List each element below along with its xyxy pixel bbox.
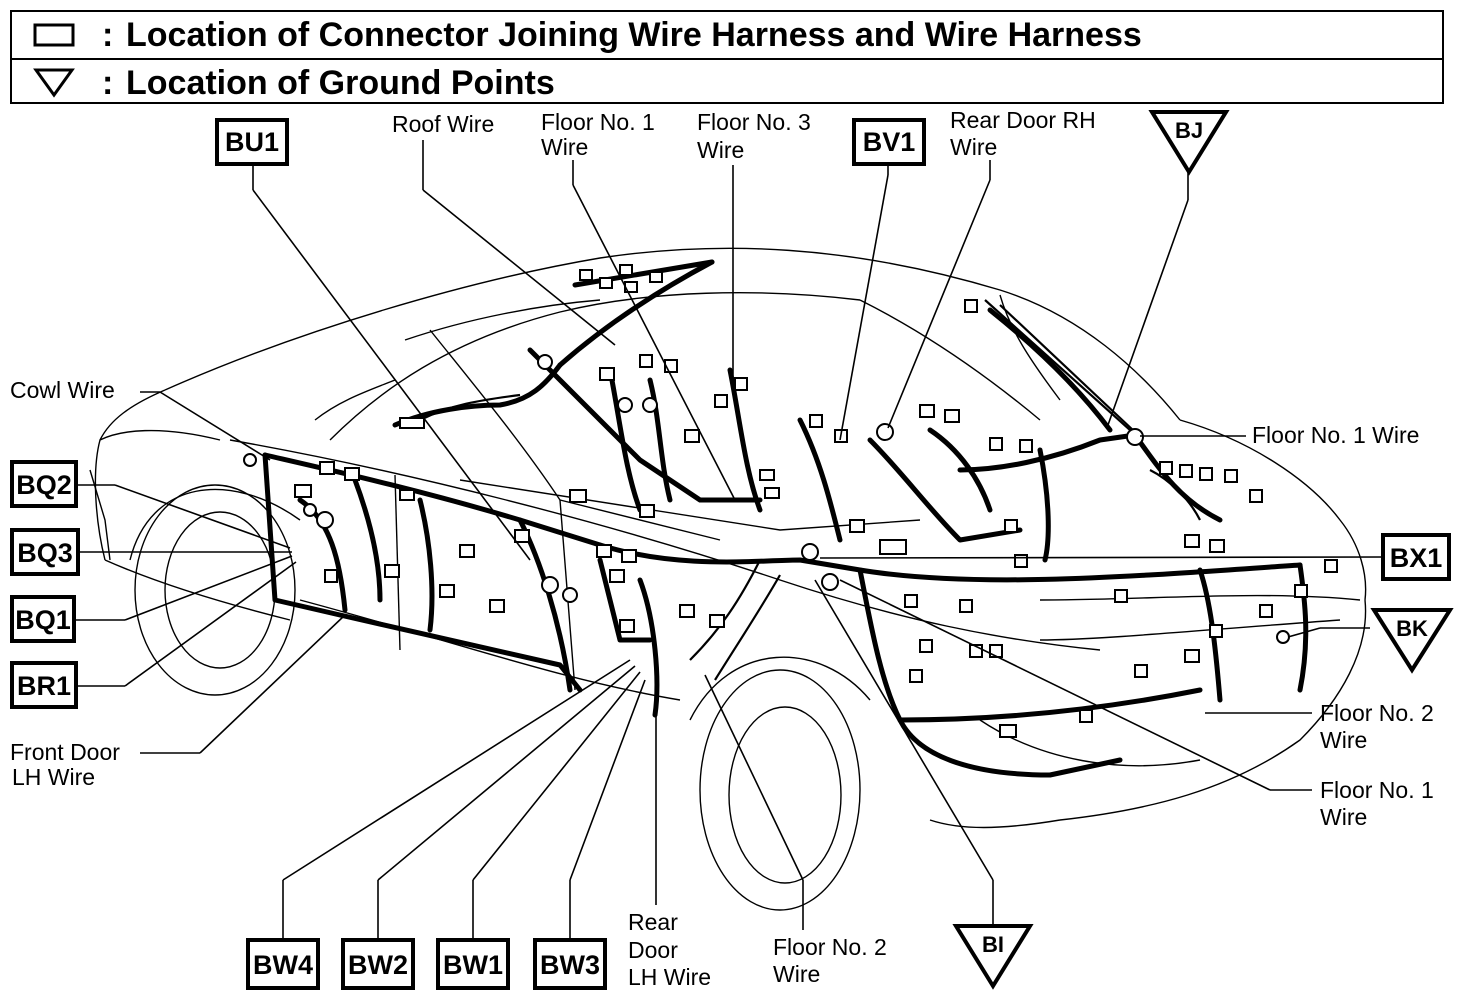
connector-bw2: BW2: [341, 938, 415, 990]
svg-text:BQ1: BQ1: [15, 605, 71, 635]
connector-bu1: BU1: [215, 118, 289, 166]
ground-bj: BJ: [1148, 110, 1230, 176]
svg-text:BU1: BU1: [225, 127, 279, 157]
label-roof-wire: Roof Wire: [392, 111, 494, 137]
wire-harness-bundles: [262, 259, 1309, 778]
label-front-door-lh-line1: Front Door: [10, 739, 120, 765]
connector-bq2: BQ2: [10, 460, 78, 508]
label-floor2-right-line2: Wire: [1320, 727, 1367, 753]
car-body-outline: [89, 247, 1367, 911]
label-rear-door-rh-line2: Wire: [950, 134, 997, 160]
connector-bv1: BV1: [852, 118, 926, 166]
label-floor2-right-line1: Floor No. 2: [1320, 700, 1434, 726]
ground-point-triangles: BJ BK BI: [952, 110, 1454, 990]
ground-triangle-icon: [33, 68, 75, 98]
label-floor3-line2: Wire: [697, 137, 744, 163]
legend-box: : Location of Connector Joining Wire Har…: [10, 10, 1444, 104]
harness-connectors: [243, 264, 1338, 738]
ground-bk: BK: [1370, 608, 1454, 674]
svg-text:BK: BK: [1396, 616, 1428, 641]
label-floor1-lower-line1: Floor No. 1: [1320, 777, 1434, 803]
legend-connector-text: Location of Connector Joining Wire Harne…: [126, 16, 1142, 54]
label-floor1-lower-line2: Wire: [1320, 804, 1367, 830]
connector-bq1: BQ1: [10, 595, 76, 643]
leader-lines: [75, 140, 1386, 938]
legend-row-ground: : Location of Ground Points: [12, 60, 1442, 106]
svg-text:BR1: BR1: [17, 671, 71, 701]
svg-text:BJ: BJ: [1175, 118, 1203, 143]
connector-rectangle-icon: [33, 23, 75, 47]
svg-text:BX1: BX1: [1390, 543, 1443, 573]
svg-text:BQ2: BQ2: [16, 470, 72, 500]
svg-text:BI: BI: [982, 932, 1004, 957]
label-floor3-line1: Floor No. 3: [697, 109, 811, 135]
wire-labels: Roof Wire Floor No. 1 Wire Floor No. 3 W…: [10, 107, 1434, 990]
label-cowl-wire: Cowl Wire: [10, 377, 115, 403]
label-rear-door-lh-line3: LH Wire: [628, 964, 711, 990]
label-rear-door-lh-line1: Rear: [628, 909, 678, 935]
label-floor1-top-line1: Floor No. 1: [541, 109, 655, 135]
label-floor1-top-line2: Wire: [541, 134, 588, 160]
ground-bi: BI: [952, 924, 1034, 990]
legend-colon: :: [102, 16, 114, 54]
connector-br1: BR1: [10, 661, 78, 709]
label-floor2-bottom-line1: Floor No. 2: [773, 934, 887, 960]
legend-ground-text: Location of Ground Points: [126, 64, 555, 102]
svg-text:BW4: BW4: [253, 950, 313, 980]
label-rear-door-rh-line1: Rear Door RH: [950, 107, 1096, 133]
connector-bw1: BW1: [436, 938, 510, 990]
svg-text:BQ3: BQ3: [17, 538, 73, 568]
connector-code-boxes: BU1 BV1 BQ2 BQ3 BQ1 BR1 BX1 BW4: [10, 118, 1451, 990]
label-floor1-right: Floor No. 1 Wire: [1252, 422, 1419, 448]
thin-wires: [419, 299, 1201, 681]
legend-colon: :: [102, 64, 114, 102]
connector-bx1: BX1: [1381, 533, 1451, 581]
svg-text:BV1: BV1: [863, 127, 916, 157]
label-front-door-lh-line2: LH Wire: [12, 764, 95, 790]
connector-bq3: BQ3: [10, 528, 80, 576]
label-floor2-bottom-line2: Wire: [773, 961, 820, 987]
svg-text:BW1: BW1: [443, 950, 503, 980]
connector-bw4: BW4: [246, 938, 320, 990]
svg-text:BW2: BW2: [348, 950, 408, 980]
svg-text:BW3: BW3: [540, 950, 600, 980]
legend-row-connector: : Location of Connector Joining Wire Har…: [12, 12, 1442, 60]
label-rear-door-lh-line2: Door: [628, 937, 678, 963]
connector-bw3: BW3: [533, 938, 607, 990]
